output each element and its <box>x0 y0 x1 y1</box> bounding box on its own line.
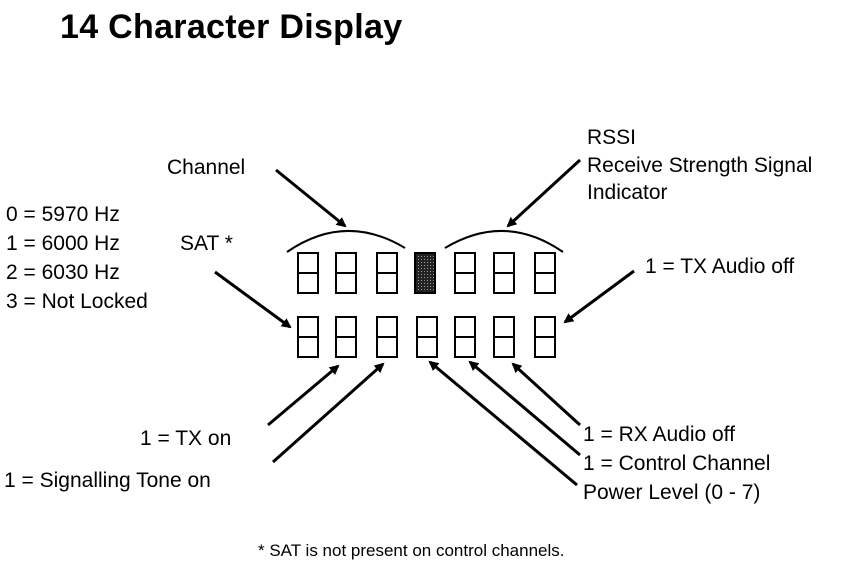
control-channel-arrow <box>468 360 581 457</box>
rssi-description-line2: Indicator <box>587 181 668 204</box>
bottom-digit-6 <box>493 316 515 358</box>
top-digit-2 <box>335 252 357 294</box>
sat-value-1: 1 = 6000 Hz <box>6 232 120 255</box>
signalling-tone-label: 1 = Signalling Tone on <box>4 469 211 492</box>
rssi-arrow <box>506 158 582 228</box>
channel-bracket <box>286 230 406 253</box>
power-level-label: Power Level (0 - 7) <box>583 481 761 504</box>
rssi-bracket <box>444 230 564 253</box>
top-row-digits <box>297 252 556 294</box>
top-digit-4-filled <box>414 252 436 294</box>
tx-audio-off-arrow <box>563 269 635 324</box>
bottom-digit-7 <box>534 316 556 358</box>
power-level-arrow <box>428 360 578 487</box>
sat-footnote: * SAT is not present on control channels… <box>258 541 565 560</box>
top-digit-1 <box>297 252 319 294</box>
bottom-digit-1 <box>297 316 319 358</box>
rx-audio-off-arrow <box>511 362 582 427</box>
sat-value-0: 0 = 5970 Hz <box>6 203 120 226</box>
top-digit-3 <box>376 252 398 294</box>
bottom-digit-5 <box>454 316 476 358</box>
bottom-digit-4 <box>416 316 438 358</box>
rx-audio-off-label: 1 = RX Audio off <box>583 423 735 446</box>
top-digit-7 <box>534 252 556 294</box>
sat-value-3: 3 = Not Locked <box>6 290 148 313</box>
sat-arrow <box>214 270 292 329</box>
bottom-digit-3 <box>376 316 398 358</box>
signalling-tone-arrow <box>272 362 385 464</box>
sat-label: SAT * <box>180 232 233 255</box>
bottom-digit-2 <box>335 316 357 358</box>
channel-label: Channel <box>167 156 246 179</box>
top-digit-6 <box>493 252 515 294</box>
bottom-row-digits <box>297 316 556 358</box>
tx-on-arrow <box>267 364 340 427</box>
rssi-label: RSSI <box>587 126 637 149</box>
sat-value-2: 2 = 6030 Hz <box>6 261 120 284</box>
page-title: 14 Character Display <box>60 8 403 46</box>
channel-arrow <box>275 168 347 228</box>
rssi-description-line1: Receive Strength Signal <box>587 154 813 177</box>
tx-audio-off-label: 1 = TX Audio off <box>645 255 795 278</box>
tx-on-label: 1 = TX on <box>140 427 232 450</box>
control-channel-label: 1 = Control Channel <box>583 452 771 475</box>
top-digit-5 <box>454 252 476 294</box>
